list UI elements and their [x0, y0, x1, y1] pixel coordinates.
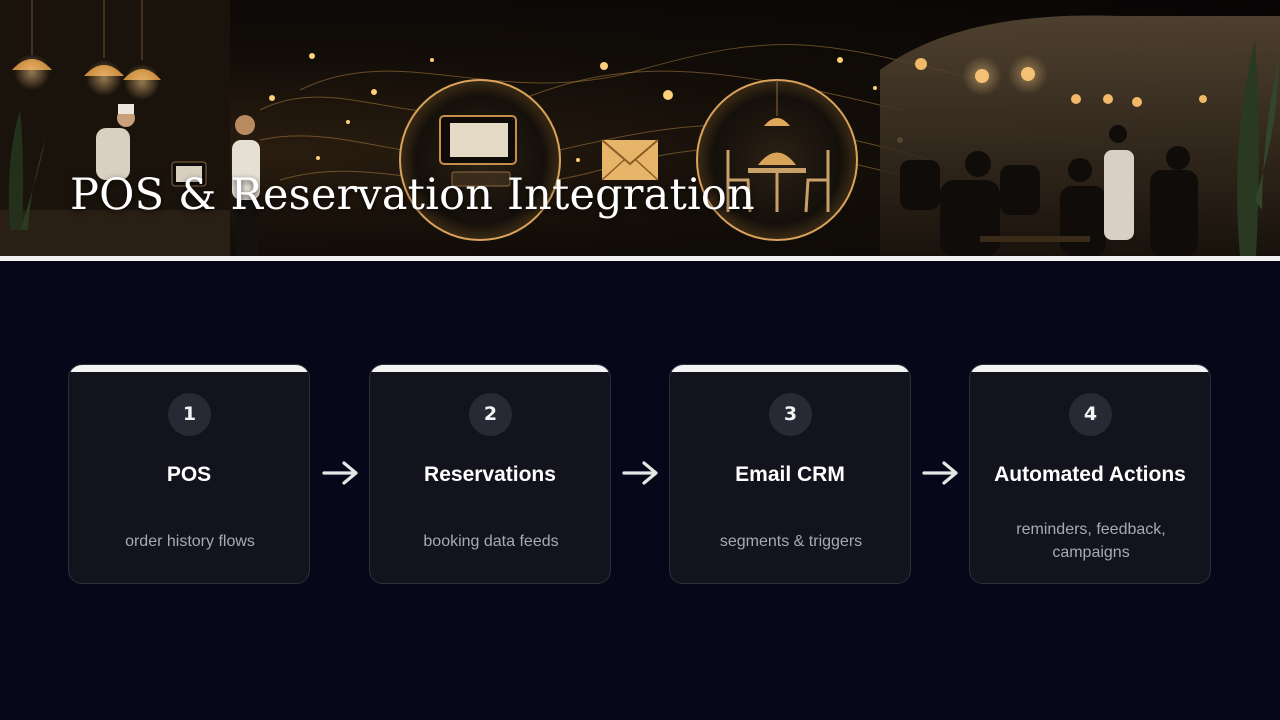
- step-description: order history flows: [125, 533, 255, 550]
- step-number-badge: 4: [1069, 393, 1112, 436]
- arrow-right-icon: [622, 461, 658, 485]
- step-title: POS: [166, 463, 212, 486]
- card-accent-bar: [69, 365, 309, 372]
- step-description: booking data feeds: [423, 533, 559, 550]
- card-accent-bar: [970, 365, 1210, 372]
- step-description: segments & triggers: [719, 533, 863, 550]
- page-title: POS & Reservation Integration: [70, 170, 755, 220]
- step-card-email-crm: 3 Email CRM segments & triggers: [669, 364, 911, 584]
- arrow-right-icon: [322, 461, 358, 485]
- step-number-badge: 2: [469, 393, 512, 436]
- step-card-pos: 1 POS order history flows: [68, 364, 310, 584]
- step-title: Automated Actions: [994, 463, 1186, 486]
- step-card-automated-actions: 4 Automated Actions reminders, feedback,…: [969, 364, 1211, 584]
- step-number-badge: 3: [769, 393, 812, 436]
- step-number-badge: 1: [168, 393, 211, 436]
- step-card-reservations: 2 Reservations booking data feeds: [369, 364, 611, 584]
- card-accent-bar: [370, 365, 610, 372]
- banner-divider: [0, 256, 1280, 261]
- step-description: reminders, feedback, campaigns: [1016, 521, 1166, 561]
- integration-flow: 1 POS order history flows 2 Reservations…: [0, 364, 1280, 586]
- card-accent-bar: [670, 365, 910, 372]
- restaurant-scene-illustration: [0, 0, 1280, 256]
- arrow-right-icon: [922, 461, 958, 485]
- step-title: Reservations: [424, 463, 556, 486]
- step-title: Email CRM: [735, 463, 845, 486]
- hero-banner: POS & Reservation Integration: [0, 0, 1280, 256]
